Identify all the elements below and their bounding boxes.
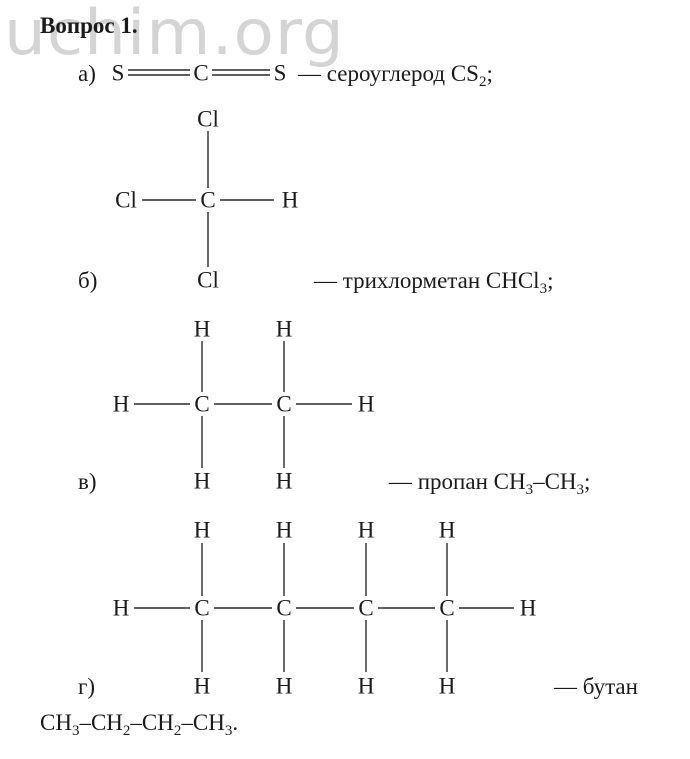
atom-h: H [193,673,211,699]
atom-h: H [275,673,293,699]
atom-c: C [193,60,209,86]
compound-name: — пропан CH3–CH3; [389,469,591,498]
atom-cl: Cl [115,187,137,213]
atom-h: H [275,517,293,543]
atom-h: H [193,316,211,342]
atom-h: H [193,517,211,543]
watermark: uchim.org [4,0,345,70]
atom-h: H [112,595,130,621]
atom-h: H [438,673,456,699]
atom-h: H [357,673,375,699]
atom-c: C [439,595,455,621]
compound-name: — бутан [554,674,638,699]
atom-h: H [281,187,299,213]
compound-name: — трихлорметан CHCl3; [314,268,554,297]
atom-cl: Cl [197,106,219,132]
atom-h: H [193,468,211,494]
item-label: г) [78,674,96,699]
compound-name: — сероуглерод CS2; [298,61,493,90]
condensed-formula: CH3–CH2–CH2–CH3. [40,710,239,739]
atom-h: H [357,391,375,417]
item-label: б) [78,268,98,293]
atom-cl: Cl [197,267,219,293]
atom-c: C [194,391,210,417]
question-title: Вопрос 1. [40,13,138,38]
item-label: а) [78,61,96,86]
atom-c: C [276,391,292,417]
atom-c: C [200,187,216,213]
atom-s: S [273,60,287,86]
atom-c: C [358,595,374,621]
atom-c: C [276,595,292,621]
atom-h: H [112,391,130,417]
item-label: в) [78,469,97,494]
atom-h: H [275,468,293,494]
atom-h: H [275,316,293,342]
atom-h: H [357,517,375,543]
atom-h: H [519,595,537,621]
atom-h: H [438,517,456,543]
atom-s: S [111,60,125,86]
atom-c: C [194,595,210,621]
